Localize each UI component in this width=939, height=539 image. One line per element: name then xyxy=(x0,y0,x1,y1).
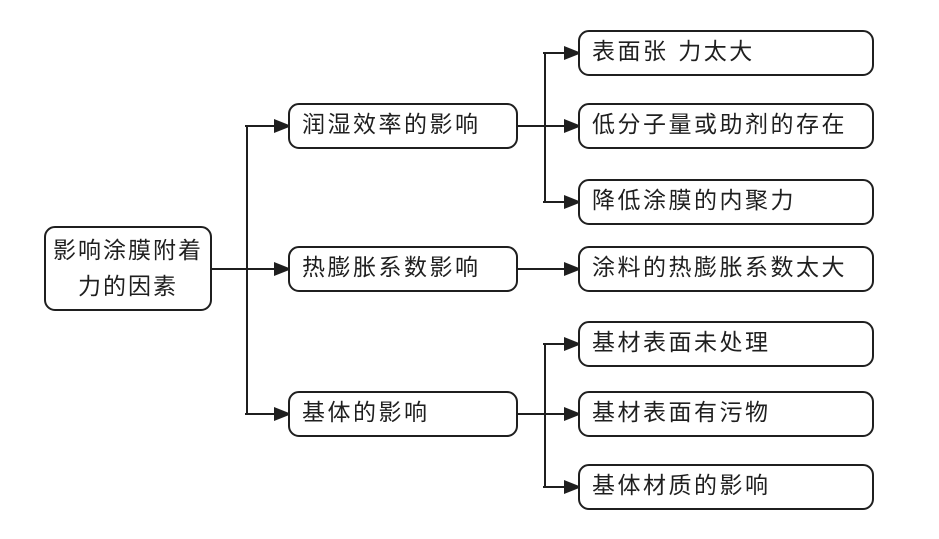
arrowhead-leaf-2 xyxy=(564,119,582,133)
branch-label: 热膨胀系数影响 xyxy=(302,255,481,282)
node-leaf-coating-expansion-too-large: 涂料的热膨胀系数太大 xyxy=(578,246,874,292)
arrowhead-leaf-4 xyxy=(564,262,582,276)
arrowhead-branch-3 xyxy=(274,407,292,421)
arrowhead-branch-1 xyxy=(274,119,292,133)
arrowhead-leaf-7 xyxy=(564,480,582,494)
leaf-label: 基体材质的影响 xyxy=(592,473,771,500)
root-label-line-1: 影响涂膜附着 xyxy=(53,237,203,264)
arrowhead-leaf-5 xyxy=(564,337,582,351)
branch-label: 基体的影响 xyxy=(302,400,430,427)
node-root-adhesion-factors: 影响涂膜附着 力的因素 xyxy=(44,226,212,311)
node-branch-wetting-efficiency: 润湿效率的影响 xyxy=(288,103,518,149)
node-leaf-substrate-material: 基体材质的影响 xyxy=(578,464,874,510)
branch-label: 润湿效率的影响 xyxy=(302,112,481,139)
arrowhead-leaf-1 xyxy=(564,46,582,60)
node-leaf-cohesion-reduction: 降低涂膜的内聚力 xyxy=(578,179,874,225)
node-branch-thermal-expansion: 热膨胀系数影响 xyxy=(288,246,518,292)
arrowhead-leaf-6 xyxy=(564,407,582,421)
node-leaf-low-molecular-weight: 低分子量或助剂的存在 xyxy=(578,103,874,149)
leaf-label: 基材表面未处理 xyxy=(592,330,771,357)
node-leaf-surface-contaminated: 基材表面有污物 xyxy=(578,391,874,437)
node-leaf-surface-tension: 表面张 力太大 xyxy=(578,30,874,76)
arrowhead-branch-2 xyxy=(274,262,292,276)
node-leaf-surface-untreated: 基材表面未处理 xyxy=(578,321,874,367)
arrowhead-leaf-3 xyxy=(564,195,582,209)
node-branch-substrate: 基体的影响 xyxy=(288,391,518,437)
leaf-label: 降低涂膜的内聚力 xyxy=(592,188,796,215)
leaf-label: 涂料的热膨胀系数太大 xyxy=(592,255,847,282)
leaf-label: 低分子量或助剂的存在 xyxy=(592,112,847,139)
root-label-line-2: 力的因素 xyxy=(78,273,178,300)
leaf-label: 表面张 力太大 xyxy=(592,39,755,66)
leaf-label: 基材表面有污物 xyxy=(592,400,771,427)
